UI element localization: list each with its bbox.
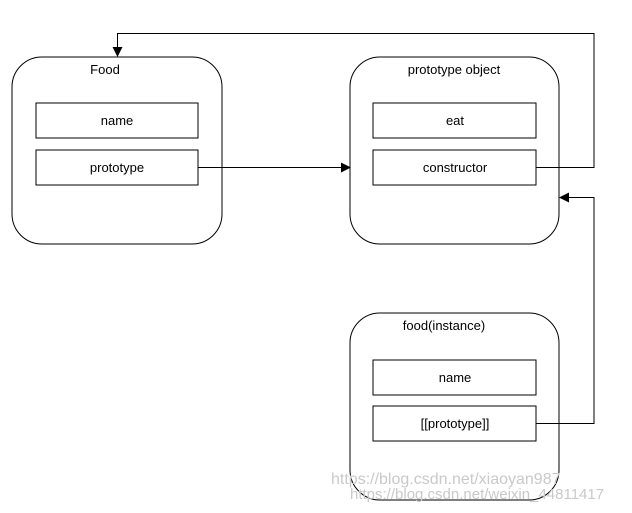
food-title: Food	[90, 62, 120, 77]
instance-prototype-to-prototype-object-arrow	[536, 192, 595, 424]
constructor-to-food-arrow	[112, 33, 595, 168]
instance-name-field-box	[372, 359, 537, 396]
watermark-line-2: https://blog.csdn.net/weixin_44811417	[350, 486, 604, 503]
food-name-field: name	[101, 113, 134, 128]
watermark-line-1: https://blog.csdn.net/xiaoyan987	[331, 471, 561, 488]
prototype-object-node: prototype object eat constructor	[349, 56, 560, 245]
prototype-object-title: prototype object	[408, 62, 501, 77]
food-instance-title: food(instance)	[403, 318, 485, 333]
instance-prototype-field: [[prototype]]	[421, 416, 490, 431]
instance-prototype-field-box	[372, 405, 537, 442]
prototype-constructor-field-box	[372, 149, 537, 186]
food-name-field-box	[35, 102, 199, 139]
food-instance-node: food(instance) name [[prototype]]	[349, 312, 560, 501]
instance-name-field: name	[439, 370, 472, 385]
food-node: Food name prototype	[11, 56, 223, 245]
food-prototype-field: prototype	[90, 160, 144, 175]
prototype-eat-field: eat	[446, 113, 464, 128]
prototype-constructor-field: constructor	[423, 160, 488, 175]
prototype-eat-field-box	[372, 102, 537, 139]
food-prototype-field-box	[35, 149, 199, 186]
